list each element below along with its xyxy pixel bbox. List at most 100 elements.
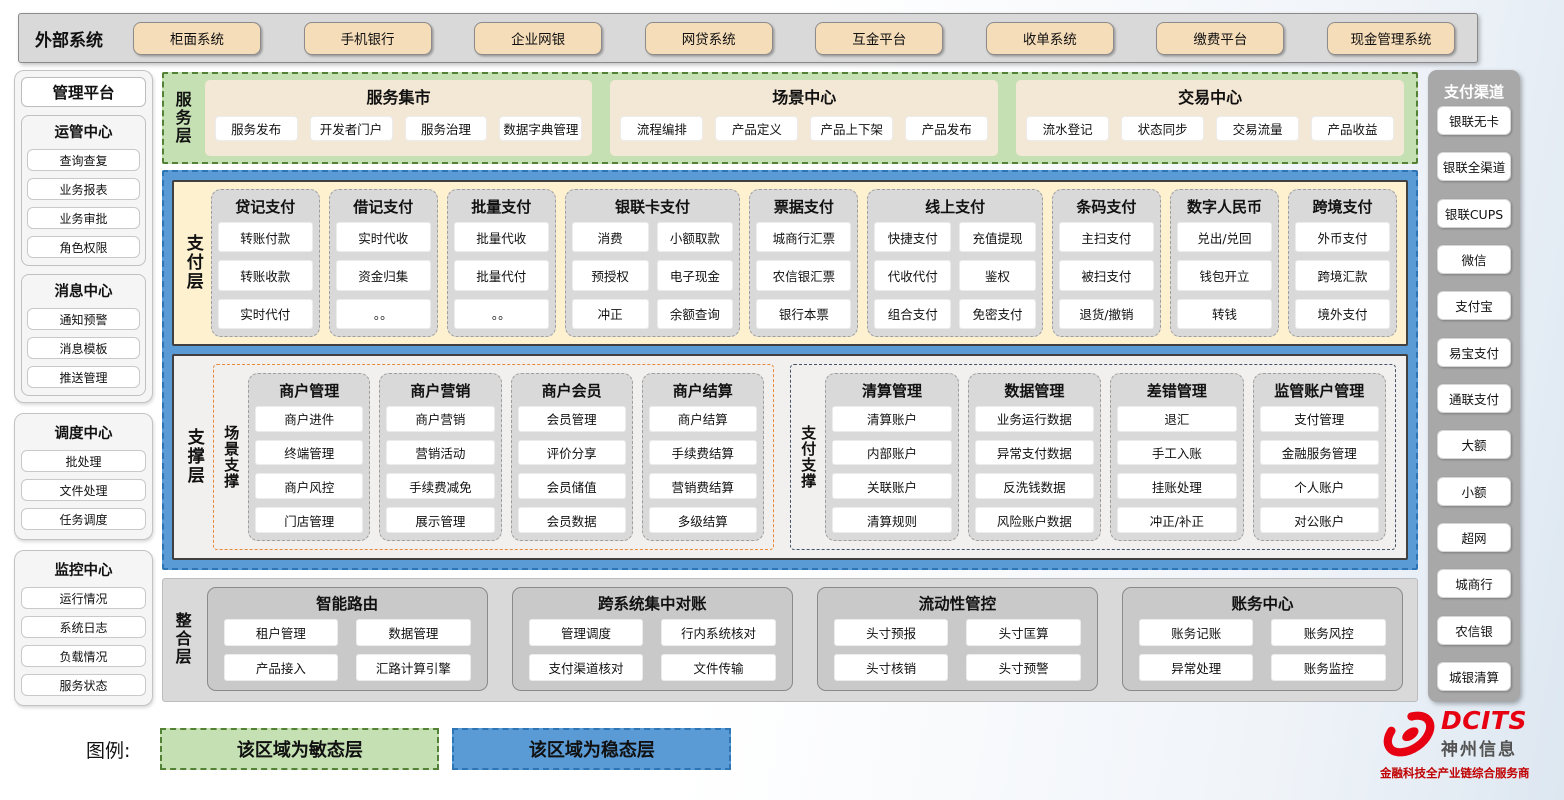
payment-item-node: 冲正 <box>571 298 649 329</box>
support-item-node: 异常支付数据 <box>974 439 1095 466</box>
management-item-node: 文件处理 <box>21 479 146 501</box>
support-category: 商户营销商户营销营销活动手续费减免展示管理 <box>379 372 502 541</box>
management-panel: 监控中心运行情况系统日志负载情况服务状态 <box>14 550 153 706</box>
service-layer-band: 服务层 服务集市服务发布开发者门户服务治理数据字典管理场景中心流程编排产品定义产… <box>162 72 1418 164</box>
payment-item-node: 被扫支付 <box>1058 260 1154 291</box>
support-item-node: 退汇 <box>1117 405 1237 432</box>
service-item-node: 产品定义 <box>715 116 799 141</box>
support-item-node: 营销活动 <box>386 439 495 466</box>
integration-group-items: 头寸预报头寸匡算头寸核销头寸预警 <box>833 619 1081 681</box>
payment-category-items: 实时代收资金归集。。 <box>335 222 431 329</box>
integration-layer-label: 整合层 <box>172 612 192 666</box>
legend-label: 图例: <box>86 739 131 762</box>
integration-group-title: 账务中心 <box>1231 595 1294 613</box>
support-category: 商户结算商户结算手续费结算营销费结算多级结算 <box>641 372 764 541</box>
support-item-node: 手续费减免 <box>386 473 495 500</box>
management-item-node: 任务调度 <box>21 508 146 530</box>
support-category-items: 退汇手工入账挂账处理冲正/补正 <box>1117 405 1237 533</box>
support-item-node: 商户风控 <box>255 473 364 500</box>
external-systems-title: 外部系统 <box>35 30 103 51</box>
integration-group: 智能路由租户管理数据管理产品接入汇路计算引擎 <box>206 587 488 691</box>
support-item-node: 冲正/补正 <box>1117 507 1237 533</box>
integration-item-node: 产品接入 <box>223 654 339 681</box>
payment-item-node: 预授权 <box>571 260 649 291</box>
support-category-items: 商户结算手续费结算营销费结算多级结算 <box>648 405 757 533</box>
service-item-node: 服务发布 <box>214 116 298 141</box>
support-item-node: 营销费结算 <box>648 473 757 500</box>
payment-category: 借记支付实时代收资金归集。。 <box>328 189 438 337</box>
payment-item-node: 跨境汇款 <box>1294 260 1390 291</box>
payment-category: 条码支付主扫支付被扫支付退货/撤销 <box>1051 189 1161 337</box>
integration-item-node: 行内系统核对 <box>661 619 776 646</box>
payment-category: 数字人民币兑出/兑回钱包开立转钱 <box>1169 189 1279 337</box>
payment-category: 批量支付批量代收批量代付。。 <box>446 189 556 337</box>
stable-layer-container: 支付层 贷记支付转账付款转账收款实时代付借记支付实时代收资金归集。。批量支付批量… <box>162 170 1418 570</box>
integration-group: 跨系统集中对账管理调度行内系统核对支付渠道核对文件传输 <box>511 587 793 691</box>
management-section: 监控中心运行情况系统日志负载情况服务状态 <box>21 557 146 699</box>
channel-node: 易宝支付 <box>1437 337 1511 367</box>
support-category-items: 商户进件终端管理商户风控门店管理 <box>255 405 364 533</box>
payment-item-node: 鉴权 <box>959 260 1036 291</box>
support-item-node: 内部账户 <box>832 439 952 466</box>
support-item-node: 手续费结算 <box>648 439 757 466</box>
support-item-node: 挂账处理 <box>1117 473 1237 500</box>
channel-node: 城银清算 <box>1437 661 1511 691</box>
management-item-node: 服务状态 <box>21 674 146 696</box>
management-item-node: 负载情况 <box>21 645 146 667</box>
external-system-node: 缴费平台 <box>1156 21 1285 55</box>
support-groups: 场景支撑商户管理商户进件终端管理商户风控门店管理商户营销商户营销营销活动手续费减… <box>212 363 1396 550</box>
service-group-items: 流程编排产品定义产品上下架产品发布 <box>620 108 989 149</box>
integration-layer-band: 整合层 智能路由租户管理数据管理产品接入汇路计算引擎跨系统集中对账管理调度行内系… <box>162 578 1418 702</box>
integration-item-node: 账务监控 <box>1271 654 1387 681</box>
integration-item-node: 头寸预报 <box>833 619 949 646</box>
legend: 图例: 该区域为敏态层该区域为稳态层 <box>86 728 732 770</box>
support-category: 差错管理退汇手工入账挂账处理冲正/补正 <box>1110 372 1244 541</box>
external-system-node: 柜面系统 <box>133 21 261 55</box>
payment-category-items: 快捷支付充值提现代收代付鉴权组合支付免密支付 <box>874 222 1036 329</box>
payment-item-node: 余额查询 <box>656 298 734 329</box>
channel-node: 大额 <box>1437 430 1511 460</box>
channel-node: 微信 <box>1437 244 1511 274</box>
support-category-items: 支付管理金融服务管理个人账户对公账户 <box>1259 405 1379 533</box>
payment-item-node: 电子现金 <box>656 260 734 291</box>
payment-category: 贷记支付转账付款转账收款实时代付 <box>210 189 320 337</box>
management-section-title: 调度中心 <box>54 426 113 442</box>
dcits-swirl-icon <box>1383 711 1435 757</box>
payment-channels-title: 支付渠道 <box>1443 83 1504 101</box>
integration-item-node: 头寸匡算 <box>966 619 1081 646</box>
management-item-node: 角色权限 <box>27 236 140 258</box>
channel-node: 城商行 <box>1437 569 1511 599</box>
payment-item-node: 。。 <box>453 298 549 329</box>
payment-item-node: 兑出/兑回 <box>1176 222 1272 253</box>
payment-category-items: 城商行汇票农信银汇票银行本票 <box>756 222 852 329</box>
support-item-node: 对公账户 <box>1259 507 1379 533</box>
payment-item-node: 城商行汇票 <box>756 222 852 253</box>
external-systems-bar: 外部系统 柜面系统手机银行企业网银网贷系统互金平台收单系统缴费平台现金管理系统 <box>18 13 1478 63</box>
layers-area: 服务层 服务集市服务发布开发者门户服务治理数据字典管理场景中心流程编排产品定义产… <box>162 70 1418 702</box>
payment-item-node: 。。 <box>335 298 431 329</box>
payment-layer-panel: 支付层 贷记支付转账付款转账收款实时代付借记支付实时代收资金归集。。批量支付批量… <box>172 180 1408 346</box>
integration-item-node: 租户管理 <box>223 619 339 646</box>
external-system-node: 收单系统 <box>985 21 1114 55</box>
payment-item-node: 小额取款 <box>656 222 734 253</box>
support-item-node: 支付管理 <box>1259 405 1379 432</box>
support-item-node: 终端管理 <box>255 439 364 466</box>
support-item-node: 会员数据 <box>517 507 626 533</box>
management-item-node: 运行情况 <box>21 587 146 609</box>
payment-category-title: 贷记支付 <box>235 198 296 216</box>
support-item-node: 评价分享 <box>517 439 626 466</box>
management-panel: 调度中心批处理文件处理任务调度 <box>14 413 153 540</box>
service-group: 交易中心流水登记状态同步交易流量产品收益 <box>1016 80 1404 156</box>
channel-node: 银联全渠道 <box>1437 152 1511 182</box>
support-item-node: 手工入账 <box>1117 439 1237 466</box>
dcits-logo: DCITS 神州信息 金融科技全产业链综合服务商 <box>1380 705 1550 781</box>
support-item-node: 关联账户 <box>832 473 952 500</box>
payment-category-items: 转账付款转账收款实时代付 <box>217 222 313 329</box>
management-item-node: 系统日志 <box>21 616 146 638</box>
support-category-title: 清算管理 <box>862 381 923 400</box>
management-section: 运管中心查询查复业务报表业务审批角色权限 <box>21 115 146 266</box>
integration-groups: 智能路由租户管理数据管理产品接入汇路计算引擎跨系统集中对账管理调度行内系统核对支… <box>206 587 1404 691</box>
